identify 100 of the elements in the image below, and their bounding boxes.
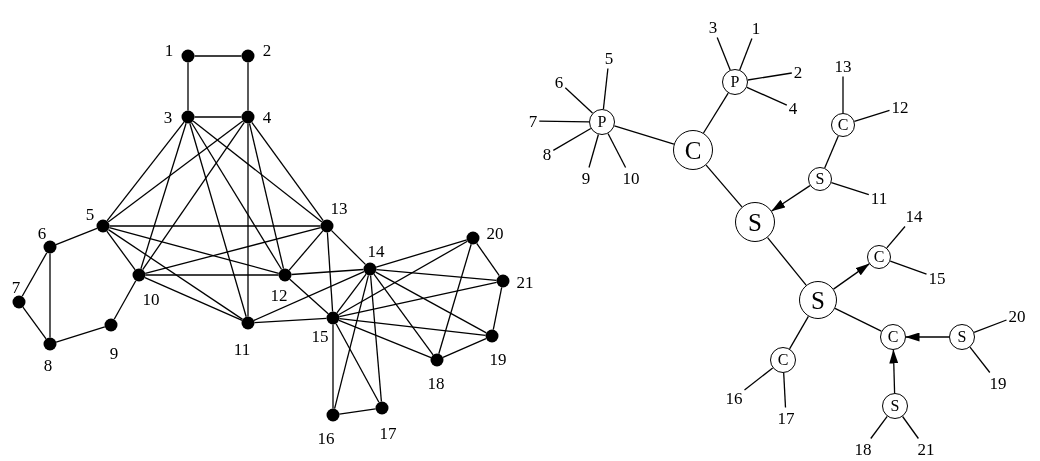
leaf-label: 10	[622, 169, 640, 187]
leaf-label: 7	[528, 112, 538, 130]
vertex-dot	[430, 353, 444, 367]
edge-line	[746, 86, 788, 106]
vertex-dot	[363, 262, 377, 276]
edge-line	[144, 276, 243, 322]
vertex-dot	[132, 268, 146, 282]
vertex-label: 1	[164, 41, 174, 59]
tree-node: C	[831, 113, 855, 137]
edge-line	[705, 164, 743, 208]
edge-line	[107, 228, 244, 321]
edge-line	[369, 274, 383, 403]
leaf-label: 18	[854, 440, 872, 458]
edge-line	[853, 109, 891, 123]
vertex-label: 20	[486, 224, 504, 242]
edge-line	[144, 274, 280, 276]
leaf-label: 3	[708, 18, 718, 36]
edge-line	[140, 122, 187, 270]
edge-line	[248, 122, 285, 270]
edge-line	[969, 346, 991, 374]
edge-line	[22, 306, 47, 340]
edge-line	[886, 225, 906, 249]
edge-line	[113, 280, 137, 320]
edge-line	[842, 75, 844, 114]
vertex-dot	[485, 329, 499, 343]
edge-line	[290, 268, 365, 276]
edge-line	[824, 135, 839, 169]
edge-line	[747, 72, 793, 81]
edge-line	[107, 120, 244, 223]
edge-line	[338, 319, 432, 359]
edge-line	[552, 127, 592, 152]
edge-line	[144, 226, 322, 275]
leaf-label: 5	[604, 49, 614, 67]
vertex-label: 18	[427, 374, 445, 392]
edge-line	[338, 318, 487, 336]
vertex-label: 14	[367, 242, 385, 260]
edge-line	[49, 252, 51, 339]
edge-line	[588, 133, 600, 169]
edge-line	[189, 122, 247, 318]
edge-line	[476, 242, 500, 277]
vertex-dot	[466, 231, 480, 245]
vertex-dot	[43, 337, 57, 351]
edge-line	[253, 317, 328, 324]
tree-node: C	[880, 324, 906, 350]
vertex-dot	[96, 219, 110, 233]
edge-line	[335, 323, 380, 403]
edge-line	[55, 326, 106, 343]
edge-line	[438, 243, 472, 355]
edge-line	[108, 225, 322, 227]
edge-line	[702, 92, 729, 134]
arrow	[832, 263, 870, 290]
tree-node: S	[808, 167, 832, 191]
vertex-label: 9	[109, 344, 119, 362]
edge-line	[613, 125, 675, 145]
edge-line	[190, 121, 283, 271]
vertex-dot	[326, 311, 340, 325]
edge-line	[247, 61, 249, 112]
edge-line	[743, 367, 774, 391]
edge-line	[193, 55, 243, 57]
edge-line	[564, 87, 594, 114]
edge-line	[288, 230, 324, 271]
edge-line	[739, 37, 753, 71]
edge-line	[492, 286, 503, 331]
edge-line	[973, 319, 1008, 334]
edge-line	[338, 281, 498, 318]
vertex-label: 13	[330, 199, 348, 217]
tree-node: C	[770, 347, 796, 373]
edge-line	[538, 120, 590, 123]
tree-node: P	[722, 69, 748, 95]
leaf-label: 11	[870, 189, 888, 207]
edge-line	[247, 122, 249, 318]
vertex-dot	[278, 268, 292, 282]
edge-line	[142, 121, 245, 271]
leaf-label: 19	[989, 374, 1007, 392]
leaf-label: 2	[793, 63, 803, 81]
edge-line	[108, 227, 280, 274]
vertex-dot	[43, 240, 57, 254]
vertex-dot	[241, 49, 255, 63]
vertex-label: 4	[262, 108, 272, 126]
edge-line	[289, 278, 329, 315]
edge-line	[106, 230, 136, 271]
edge-line	[338, 408, 377, 415]
leaf-label: 9	[581, 169, 591, 187]
edge-line	[373, 273, 434, 356]
edge-line	[901, 415, 920, 440]
vertex-label: 12	[270, 286, 288, 304]
vertex-dot	[375, 401, 389, 415]
edge-line	[870, 415, 888, 440]
vertex-dot	[326, 408, 340, 422]
vertex-dot	[496, 274, 510, 288]
edge-line	[375, 268, 498, 282]
arrow	[771, 184, 811, 212]
vertex-label: 3	[163, 108, 173, 126]
vertex-dot	[241, 110, 255, 124]
edge-line	[602, 67, 609, 110]
vertex-label: 5	[85, 205, 95, 223]
arrow	[889, 349, 899, 394]
edge-line	[251, 121, 324, 222]
vertex-label: 16	[317, 429, 335, 447]
vertex-dot	[104, 318, 118, 332]
